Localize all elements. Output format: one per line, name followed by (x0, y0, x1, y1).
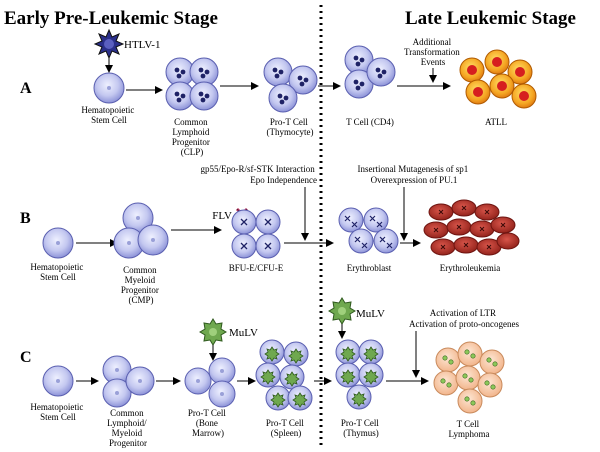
erythroleukemia-label: Erythroleukemia (440, 263, 500, 273)
bfu-cfu-e-label: BFU-E/CFU-E (229, 263, 284, 273)
row-c-prot-thymus-cells (335, 339, 384, 410)
row-a-clp-label: Common Lymphoid Progenitor (CLP) (172, 117, 212, 157)
mulv-virus-icon-2 (328, 297, 356, 325)
row-c-prot-bm-cells (184, 357, 236, 408)
erythroblast-cells (338, 207, 399, 254)
atll-cells (459, 49, 537, 109)
row-c-prot-spleen-label: Pro-T Cell (Spleen) (266, 418, 306, 438)
row-c-activation-label: Activation of LTR Activation of proto-on… (409, 308, 519, 329)
mulv-label-1: MuLV (229, 327, 258, 339)
row-a-hsc-label: Hematopoietic Stem Cell (81, 105, 136, 125)
erythroleukemia-cells (423, 199, 520, 256)
row-c-prot-bm-label: Pro-T Cell (Bone Marrow) (188, 408, 228, 438)
lymphoma-label: T Cell Lymphoma (449, 419, 490, 439)
row-c-prot-thymus-label: Pro-T Cell (Thymus) (341, 418, 381, 438)
row-a-tcell-label: T Cell (CD4) (346, 117, 394, 127)
erythroblast-label: Erythroblast (347, 263, 392, 273)
row-b-letter: B (20, 210, 31, 227)
row-b-cmp-cells (113, 202, 169, 259)
row-b-note2: Insertional Mutagenesis of sp1 Overexpre… (358, 164, 471, 185)
row-a-clp-cells (165, 57, 219, 111)
row-b-hsc-label: Hematopoietic Stem Cell (30, 262, 85, 282)
row-a-hsc-cell (93, 72, 125, 104)
mulv-virus-icon-1 (199, 318, 227, 346)
row-c-clmp-cells (102, 355, 155, 408)
row-a-letter: A (20, 80, 32, 97)
row-a-tcell-cells (344, 45, 396, 99)
mulv-label-2: MuLV (356, 308, 385, 320)
row-a-prot-cells (263, 57, 318, 113)
row-b-note1: gp55/Epo-R/sf-STK Interaction Epo Indepe… (201, 164, 317, 185)
bfu-cfu-e-cells (231, 209, 281, 259)
row-a-events-label: Additional Transformation Events (404, 37, 462, 67)
htlv1-virus-icon (93, 28, 125, 60)
row-c-letter: C (20, 349, 32, 366)
row-c-hsc-cell (42, 365, 74, 397)
row-b-hsc-cell (42, 227, 74, 259)
late-stage-header: Late Leukemic Stage (405, 8, 576, 29)
row-c-clmp-label: Common Lymphoid/ Myeloid Progenitor (107, 408, 149, 448)
row-c-prot-spleen-cells (255, 339, 313, 411)
row-a-prot-label: Pro-T Cell (Thymocyte) (267, 117, 314, 137)
lymphoma-cells (433, 341, 505, 414)
atll-label: ATLL (485, 117, 507, 127)
htlv1-label: HTLV-1 (124, 39, 160, 51)
row-c-hsc-label: Hematopoietic Stem Cell (30, 402, 85, 422)
row-b-cmp-label: Common Myeloid Progenitor (CMP) (121, 265, 161, 305)
flv-label: FLV (212, 210, 232, 222)
early-stage-header: Early Pre-Leukemic Stage (4, 8, 218, 29)
